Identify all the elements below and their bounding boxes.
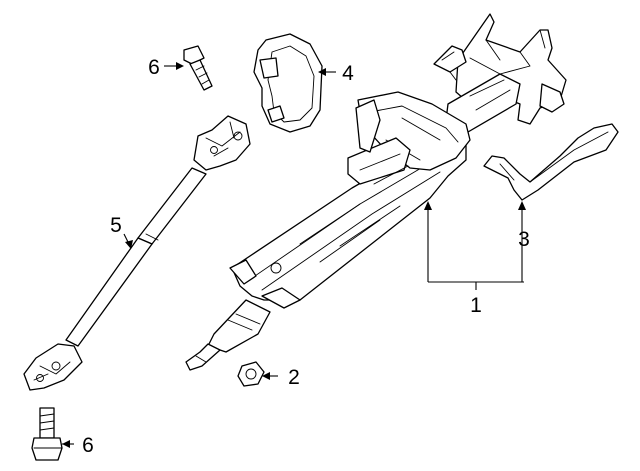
callout-1: 1 (470, 294, 482, 317)
nut (237, 361, 278, 387)
steering-column-assembly (185, 13, 567, 371)
callout-6-lower: 6 (82, 434, 94, 457)
bolt-upper (164, 45, 213, 91)
callout-5: 5 (110, 214, 122, 237)
bolt-lower (31, 407, 74, 461)
intermediate-shaft (23, 115, 251, 391)
callout-3: 3 (518, 228, 530, 251)
callout-6-upper: 6 (148, 56, 160, 79)
tilt-lever (483, 123, 619, 282)
callout-2: 2 (288, 366, 300, 389)
column-cover (253, 33, 336, 133)
callout-4: 4 (342, 62, 354, 85)
callout-labels: 1 2 3 4 5 6 6 (82, 56, 530, 457)
